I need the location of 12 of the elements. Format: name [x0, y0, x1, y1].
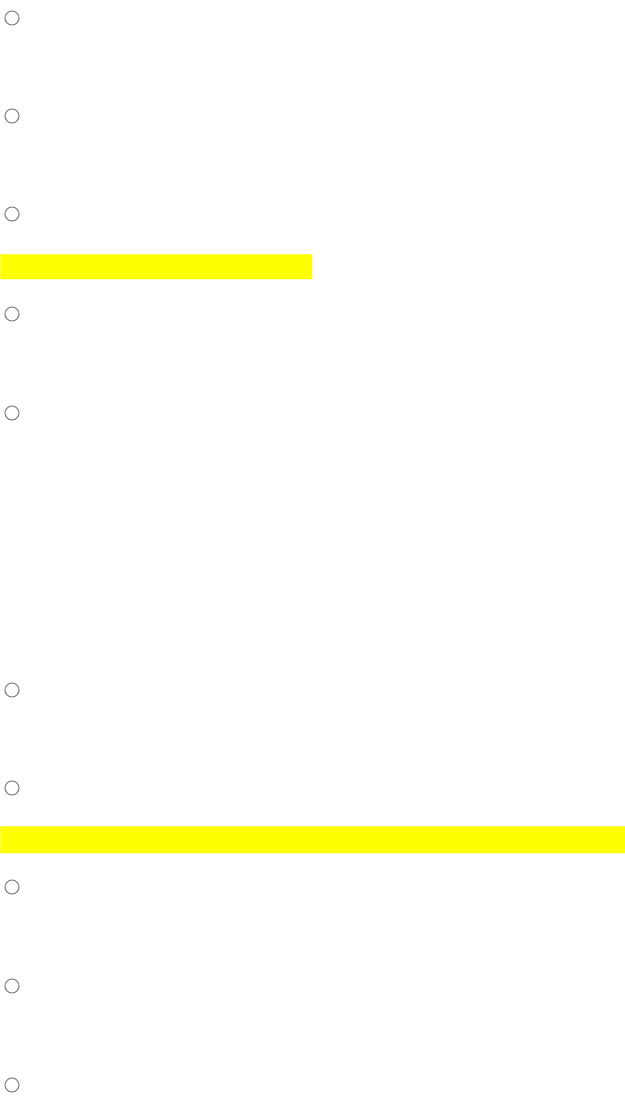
radio-button [4, 306, 20, 322]
radio-button [4, 682, 20, 698]
radio-button [4, 978, 20, 994]
radio-button [4, 1077, 20, 1093]
highlight-bar [0, 826, 625, 854]
radio-button [4, 10, 20, 26]
radio-button [4, 780, 20, 796]
radio-button [4, 405, 20, 421]
radio-button [4, 206, 20, 222]
radio-button [4, 108, 20, 124]
highlight-bar [0, 254, 313, 280]
radio-button [4, 879, 20, 895]
